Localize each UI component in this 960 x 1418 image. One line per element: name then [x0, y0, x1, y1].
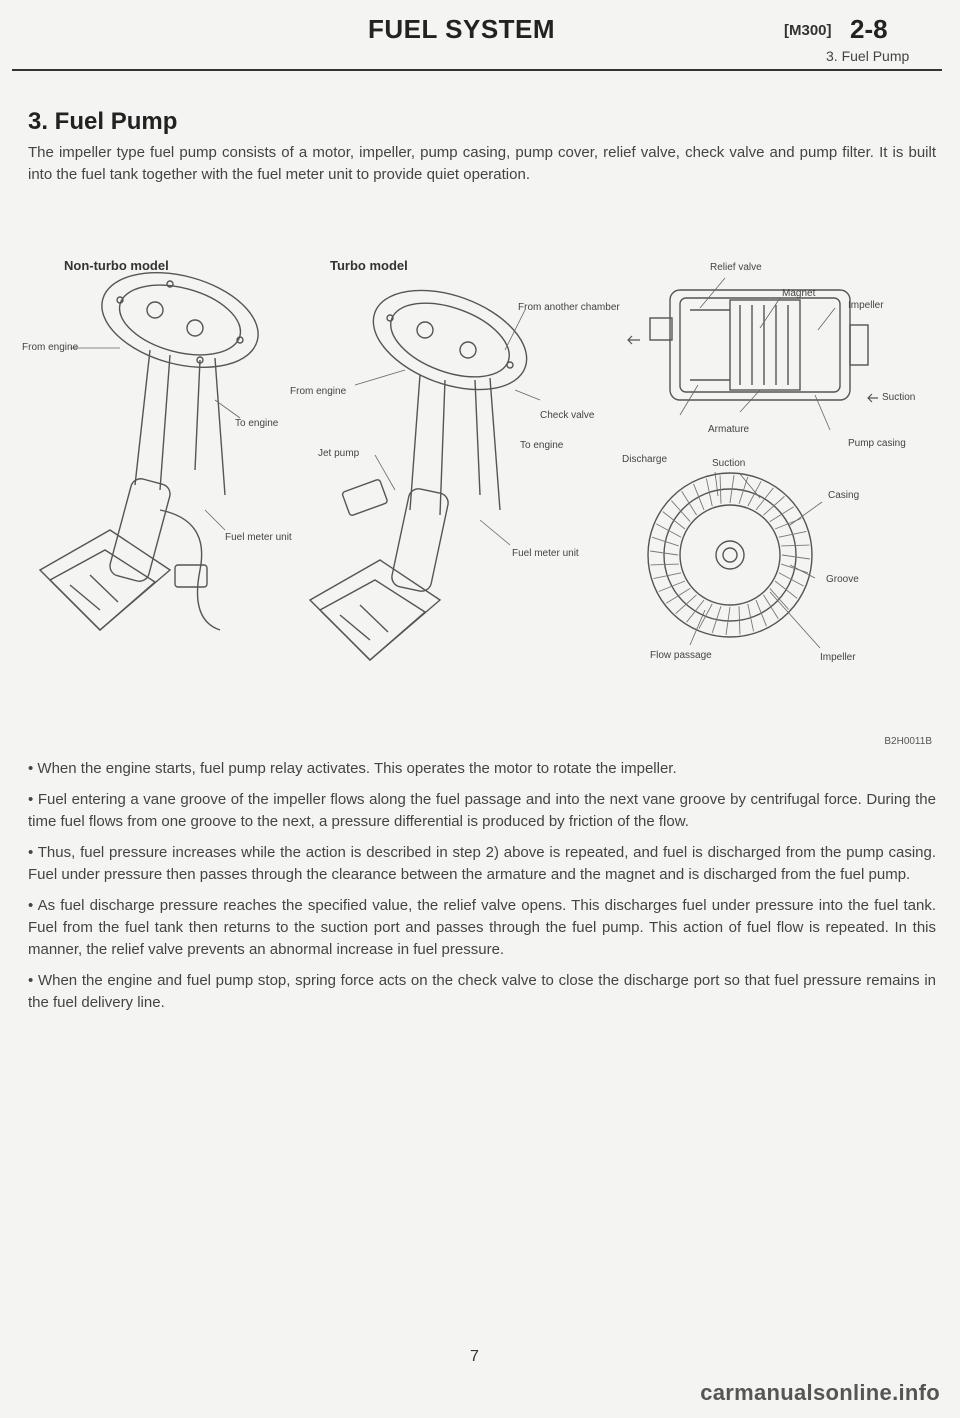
page-number: 7 [470, 1348, 479, 1365]
header-page-ref: 2-8 [850, 14, 888, 44]
header-title: FUEL SYSTEM [368, 14, 556, 44]
turbo-assembly-drawing [308, 289, 528, 661]
intro-paragraph: The impeller type fuel pump consists of … [28, 144, 936, 183]
callout-relief-valve: Relief valve [710, 262, 762, 273]
impeller-vane [729, 475, 735, 504]
impeller-vane [665, 588, 691, 604]
impeller-vane [747, 603, 755, 632]
impeller-vane [769, 506, 795, 522]
impeller-vane [778, 572, 804, 587]
callout-impeller-bottom: Impeller [820, 652, 856, 663]
impeller-vane [705, 478, 713, 507]
callout-armature: Armature [708, 424, 750, 435]
impeller-vane [698, 603, 713, 629]
impeller-vane [656, 523, 682, 538]
figure-code: B2H0011B [884, 736, 932, 747]
impeller-vane [755, 487, 774, 511]
impeller-vane [681, 490, 697, 516]
callout-fuel-meter-unit-2: Fuel meter unit [512, 548, 579, 559]
impeller-vane [693, 483, 705, 511]
paragraph: • Thus, fuel pressure increases while th… [28, 844, 936, 883]
impeller-vane [686, 599, 705, 623]
pump-cutaway-drawing [649, 289, 869, 401]
header-subtitle: 3. Fuel Pump [826, 48, 910, 64]
impeller-vane [671, 500, 691, 522]
impeller-vane [651, 536, 679, 547]
nonturbo-assembly-drawing [38, 272, 259, 631]
header-rule [12, 69, 942, 71]
callout-casing: Casing [828, 490, 860, 501]
impeller-vane [675, 594, 697, 614]
callout-to-engine-1: To engine [235, 418, 279, 429]
paragraph: • When the engine starts, fuel pump rela… [28, 760, 677, 777]
paragraph: • When the engine and fuel pump stop, sp… [28, 972, 936, 1011]
impeller-vane [738, 606, 741, 635]
callout-discharge: Discharge [622, 454, 668, 465]
callout-suction-right: Suction [882, 392, 916, 403]
impeller-vane [763, 496, 785, 516]
fuel-pump-figure [38, 272, 878, 661]
callout-from-engine-2: From engine [290, 386, 347, 397]
watermark: carmanualsonline.info [700, 1380, 940, 1405]
callout-pump-casing: Pump casing [848, 438, 906, 449]
callout-jet-pump: Jet pump [318, 448, 360, 459]
impeller-vane [774, 580, 798, 599]
callout-groove: Groove [826, 574, 859, 585]
impeller-vane [755, 599, 767, 627]
impeller-vane [725, 606, 731, 635]
turbo-model-label: Turbo model [330, 258, 408, 273]
callout-magnet: Magnet [782, 288, 816, 299]
body-paragraphs: • When the engine starts, fuel pump rela… [28, 758, 936, 1023]
section-title: 3. Fuel Pump [28, 108, 178, 135]
flow-arrows [627, 335, 878, 403]
header-code: [M300] [784, 22, 832, 39]
impeller-vane [781, 554, 810, 560]
callout-suction-bottom: Suction [712, 458, 746, 469]
nonturbo-model-label: Non-turbo model [64, 258, 169, 273]
callout-flow-passage: Flow passage [650, 650, 712, 661]
callout-to-engine-2: To engine [520, 440, 564, 451]
impeller-vane [650, 563, 679, 566]
impeller-section-drawing [647, 472, 813, 638]
callout-from-another-chamber: From another chamber [518, 302, 620, 313]
impeller-vane [769, 588, 789, 610]
callout-impeller-top: Impeller [848, 300, 884, 311]
impeller-vane [658, 580, 686, 592]
impeller-vane [763, 594, 779, 620]
impeller-vane [650, 550, 679, 556]
impeller-vane [747, 481, 762, 507]
callout-from-engine-1: From engine [22, 342, 79, 353]
impeller-vane [778, 530, 807, 538]
impeller-vane [781, 563, 809, 574]
callout-check-valve: Check valve [540, 410, 595, 421]
impeller-vane [653, 572, 682, 580]
impeller-vane [662, 511, 686, 530]
impeller-vane [781, 544, 810, 547]
paragraph: • As fuel discharge pressure reaches the… [28, 897, 936, 958]
impeller-vanes [650, 475, 810, 635]
callout-fuel-meter-unit-1: Fuel meter unit [225, 532, 292, 543]
impeller-vane [711, 606, 722, 634]
paragraph: • Fuel entering a vane groove of the imp… [28, 791, 936, 830]
impeller-vane [719, 475, 722, 504]
